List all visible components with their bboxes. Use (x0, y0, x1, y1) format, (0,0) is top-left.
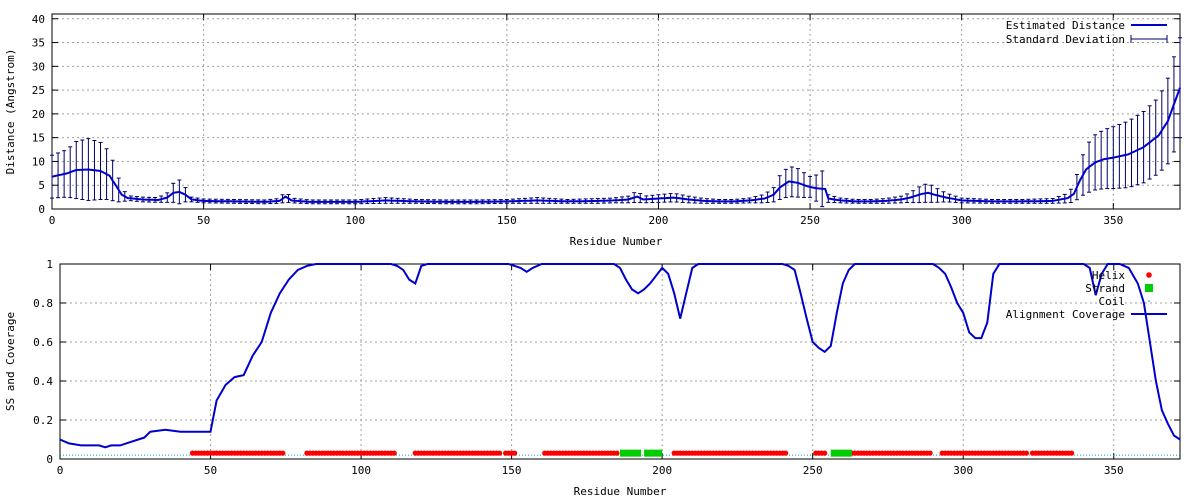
y-tick-label: 15 (32, 132, 45, 145)
x-tick-label: 150 (502, 464, 522, 477)
x-tick-label: 200 (652, 464, 672, 477)
x-tick-label: 50 (197, 214, 210, 227)
helix-point (280, 450, 286, 456)
y-tick-label: 0.4 (33, 375, 53, 388)
chart-1: 0 50 100 150 200 250 300 350 0 5 10 15 20 25 30 35 40Res… (4, 13, 1182, 248)
legend-label: Helix (1092, 269, 1125, 282)
legend-label: Standard Deviation (1006, 33, 1125, 46)
helix-segment (304, 450, 397, 456)
helix-segment (813, 450, 828, 456)
alignment-coverage-line (60, 263, 1180, 449)
chart-2: 0 50 100 150 200 250 300 350 0 0.2 0.4 0.6 0.8 1Resid… (4, 258, 1181, 498)
helix-point (1023, 450, 1030, 456)
estimated-distance-line (51, 87, 1181, 203)
y-tick-label: 0.2 (33, 414, 53, 427)
y-tick-label: 0 (46, 453, 53, 466)
error-bars (50, 37, 1182, 208)
helix-point (614, 450, 620, 456)
legend-label: Alignment Coverage (1006, 308, 1125, 321)
y-tick-label: 10 (32, 155, 45, 168)
helix-point (927, 450, 933, 456)
y-axis-label: SS and Coverage (4, 312, 17, 411)
helix-point (782, 450, 789, 456)
y-tick-label: 35 (32, 37, 45, 50)
y-tick-label: 0 (38, 203, 45, 216)
y-tick-label: 40 (32, 13, 45, 26)
helix-segment (671, 450, 789, 456)
x-axis-label: Residue Number (574, 485, 667, 498)
legend-swatch (1145, 284, 1153, 292)
x-tick-label: 0 (57, 464, 64, 477)
legend-swatch (1148, 300, 1150, 302)
helix-segment (189, 450, 286, 456)
y-tick-label: 25 (32, 84, 45, 97)
plot-frame (59, 263, 1181, 460)
helix-segment (412, 450, 503, 456)
y-tick-label: 20 (32, 108, 45, 121)
legend-label: Estimated Distance (1006, 19, 1125, 32)
x-tick-label: 0 (49, 214, 56, 227)
y-tick-label: 1 (46, 258, 53, 271)
x-axis-label: Residue Number (570, 235, 663, 248)
helix-point (822, 450, 828, 456)
y-tick-label: 5 (38, 179, 45, 192)
x-tick-label: 350 (1103, 214, 1123, 227)
strand-segment (830, 449, 852, 457)
x-tick-label: 300 (952, 214, 972, 227)
x-tick-label: 250 (800, 214, 820, 227)
helix-point (1069, 450, 1075, 456)
strand-segment (644, 449, 663, 457)
x-tick-label: 150 (497, 214, 517, 227)
y-tick-label: 30 (32, 60, 45, 73)
legend-label: Coil (1099, 295, 1126, 308)
helix-point (496, 450, 503, 456)
legend-label: Strand (1085, 282, 1125, 295)
x-tick-label: 250 (803, 464, 823, 477)
x-tick-label: 300 (953, 464, 973, 477)
helix-segment (542, 450, 620, 456)
helix-segment (939, 450, 1030, 456)
x-tick-label: 100 (351, 464, 371, 477)
x-tick-label: 350 (1104, 464, 1124, 477)
helix-segment (502, 450, 518, 456)
helix-point (512, 450, 518, 456)
y-tick-label: 0.6 (33, 336, 53, 349)
y-axis-label: Distance (Angstrom) (4, 49, 17, 175)
y-tick-label: 0.8 (33, 297, 53, 310)
x-tick-label: 100 (345, 214, 365, 227)
strand-segment (620, 449, 642, 457)
x-tick-label: 50 (204, 464, 217, 477)
helix-point (391, 450, 397, 456)
x-tick-label: 200 (649, 214, 669, 227)
secondary-structure (60, 449, 1180, 457)
legend-swatch (1146, 272, 1152, 278)
helix-segment (849, 450, 933, 456)
helix-segment (1029, 450, 1075, 456)
